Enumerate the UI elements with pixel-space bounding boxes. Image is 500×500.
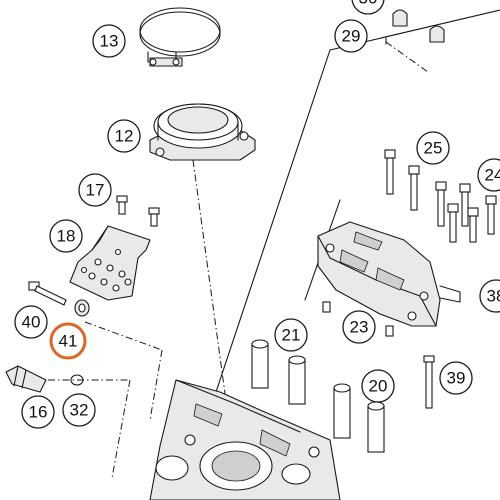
guide-line-throttle-body	[192, 159, 234, 453]
part-39-screw	[423, 355, 435, 409]
callout-29[interactable]: 29	[334, 19, 368, 53]
part-23-pins	[322, 301, 394, 337]
part-40-screw	[28, 281, 67, 306]
part-21-sleeves	[251, 339, 306, 405]
callout-40[interactable]: 40	[14, 305, 48, 339]
callout-16[interactable]: 16	[21, 395, 55, 429]
svg-text:38: 38	[487, 287, 500, 306]
part-17-screws	[116, 195, 160, 227]
guide-line-40b	[149, 349, 163, 421]
callout-13[interactable]: 13	[92, 24, 126, 58]
callout-24[interactable]: 24	[477, 158, 500, 192]
svg-text:18: 18	[57, 227, 76, 246]
guide-lines	[48, 41, 429, 479]
part-41-washer	[74, 299, 90, 317]
svg-text:40: 40	[22, 313, 41, 332]
callout-32[interactable]: 32	[62, 393, 96, 427]
svg-text:30: 30	[359, 0, 378, 8]
svg-text:39: 39	[447, 369, 466, 388]
svg-text:41: 41	[59, 332, 78, 351]
callout-18[interactable]: 18	[49, 219, 83, 253]
callout-30[interactable]: 30	[351, 0, 385, 15]
svg-text:12: 12	[115, 127, 134, 146]
svg-text:24: 24	[485, 166, 500, 185]
guide-line-16b	[111, 379, 131, 479]
svg-text:23: 23	[350, 318, 369, 337]
callout-23[interactable]: 23	[342, 310, 376, 344]
svg-text:21: 21	[282, 326, 301, 345]
part-18-bracket	[69, 225, 151, 301]
callout-38[interactable]: 38	[479, 279, 500, 313]
svg-text:29: 29	[342, 27, 361, 46]
part-16-sensor	[5, 365, 47, 393]
part-30-cap-nuts	[385, 9, 445, 45]
callout-12[interactable]: 12	[107, 119, 141, 153]
callouts: 30 13 29 12 25 24	[14, 0, 500, 429]
guide-line-40	[84, 321, 163, 351]
callout-41[interactable]: 41	[49, 322, 87, 360]
callout-25[interactable]: 25	[416, 131, 450, 165]
part-32-o-ring	[70, 374, 84, 386]
callout-17[interactable]: 17	[78, 173, 112, 207]
callout-39[interactable]: 39	[439, 361, 473, 395]
svg-text:32: 32	[70, 401, 89, 420]
svg-text:17: 17	[86, 181, 105, 200]
part-25-bolts	[384, 149, 497, 243]
callout-20[interactable]: 20	[361, 369, 395, 403]
guide-line-29	[385, 41, 429, 73]
svg-text:25: 25	[424, 139, 443, 158]
svg-text:20: 20	[369, 377, 388, 396]
svg-text:16: 16	[29, 403, 48, 422]
cylinder-head	[149, 379, 341, 500]
camshaft-carrier	[317, 221, 461, 327]
part-12-intake-flange	[149, 103, 256, 161]
callout-21[interactable]: 21	[274, 318, 308, 352]
part-20-sleeves	[333, 383, 385, 453]
svg-text:13: 13	[100, 32, 119, 51]
part-13-hose-clamp	[139, 7, 221, 67]
